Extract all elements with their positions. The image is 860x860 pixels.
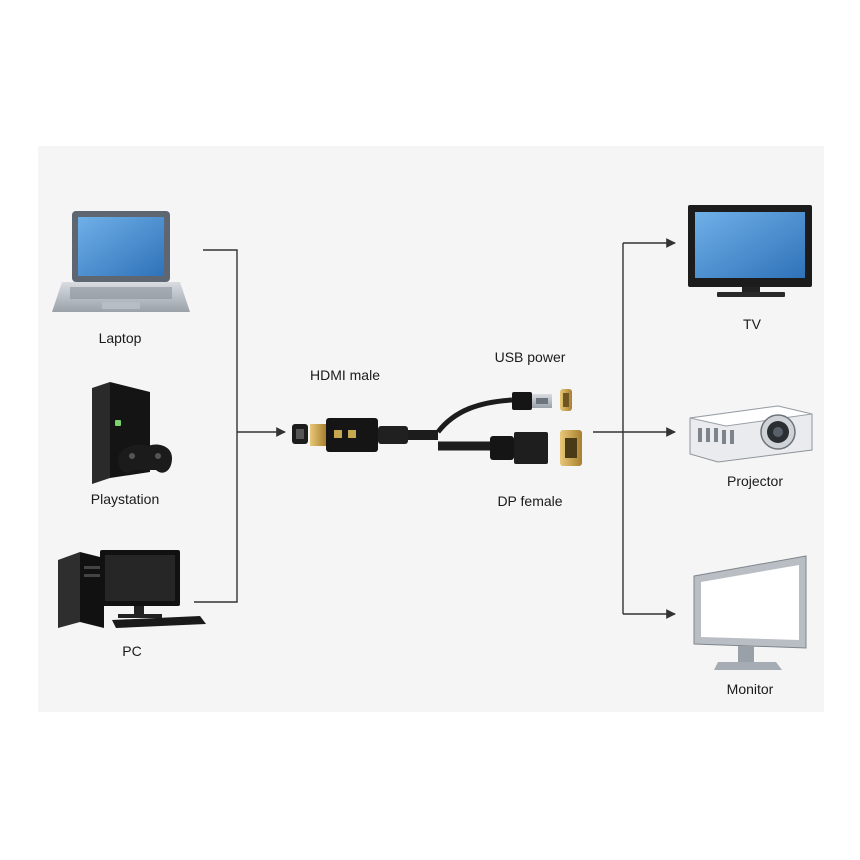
desktop-pc-icon [58,550,206,628]
usb-power-label: USB power [494,349,566,365]
tv-icon [688,205,812,297]
destination-label-projector: Projector [726,473,784,489]
usb-power-connector [436,389,572,434]
source-label-playstation: Playstation [90,491,160,507]
destination-label-monitor: Monitor [726,681,774,697]
laptop-icon [52,211,190,312]
source-label-laptop: Laptop [98,330,142,346]
hdmi-male-connector [292,418,438,452]
dp-female-connector [438,430,582,466]
dp-female-label: DP female [497,493,563,509]
game-console-icon [92,382,172,484]
destination-label-tv: TV [743,316,761,332]
monitor-icon [693,555,807,670]
source-label-pc: PC [122,643,142,659]
source-bracket-line [194,249,238,603]
projector-icon [689,405,813,463]
hdmi-male-label: HDMI male [309,367,380,383]
connector-lines [194,238,676,619]
